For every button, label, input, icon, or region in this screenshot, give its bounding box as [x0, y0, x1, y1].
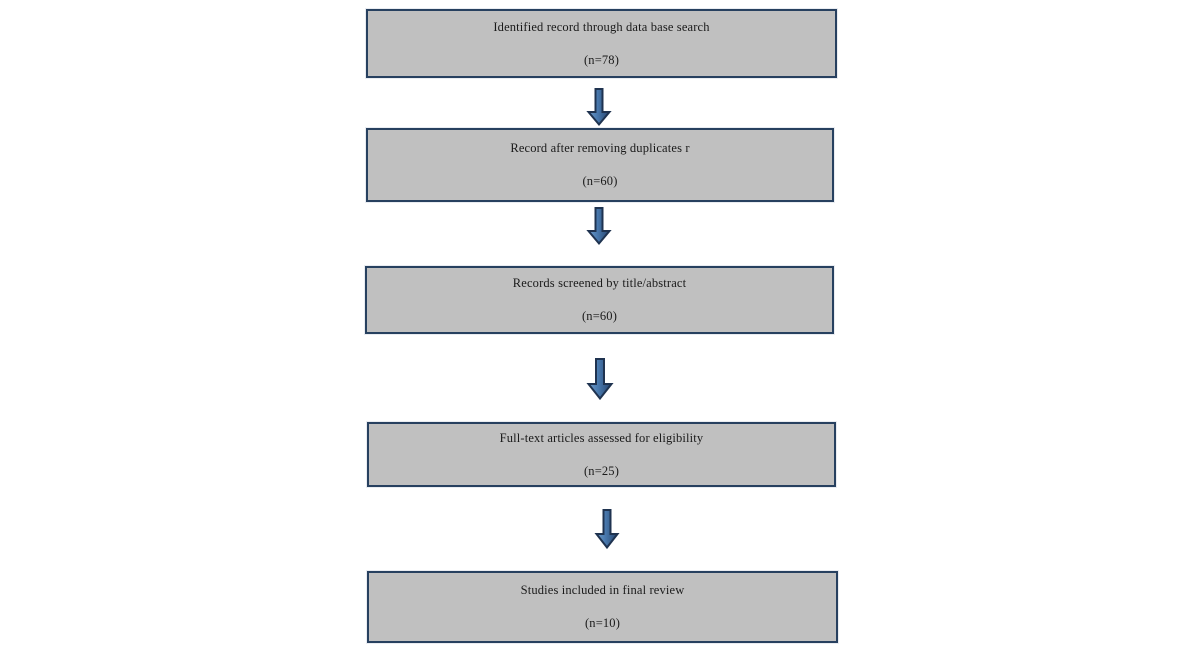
- flow-box-screening: Records screened by title/abstract (n=60…: [365, 266, 834, 334]
- flow-box-count: (n=25): [583, 463, 620, 478]
- flow-box-identification: Identified record through data base sear…: [366, 9, 837, 78]
- flow-box-title: Records screened by title/abstract: [512, 276, 687, 290]
- flow-box-eligibility: Full-text articles assessed for eligibil…: [367, 422, 836, 487]
- flow-box-included: Studies included in final review (n=10): [367, 571, 838, 643]
- flow-box-title: Studies included in final review: [520, 583, 685, 597]
- down-arrow-icon: [592, 509, 622, 550]
- flow-box-count: (n=60): [582, 174, 618, 188]
- flow-box-title: Record after removing duplicates r: [510, 141, 690, 155]
- flow-box-count: (n=10): [584, 616, 621, 630]
- flow-box-title: Identified record through data base sear…: [493, 19, 710, 34]
- flow-box-duplicates-removed: Record after removing duplicates r (n=60…: [366, 128, 834, 202]
- flow-box-count: (n=60): [581, 309, 618, 323]
- down-arrow-icon: [584, 358, 616, 401]
- down-arrow-icon: [584, 207, 614, 246]
- flow-box-title: Full-text articles assessed for eligibil…: [499, 430, 704, 445]
- flow-box-count: (n=78): [583, 52, 620, 67]
- down-arrow-icon: [584, 88, 614, 127]
